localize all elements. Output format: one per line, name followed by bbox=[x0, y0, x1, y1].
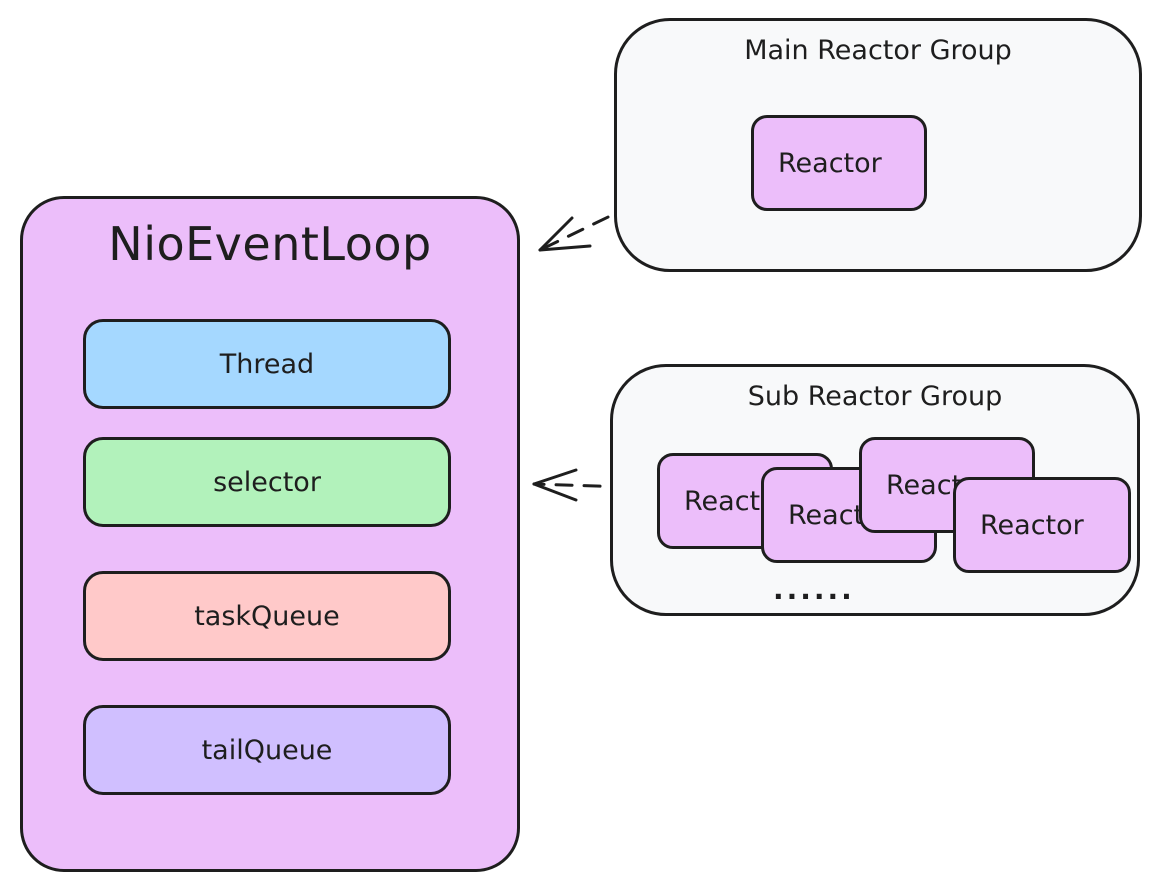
nio-event-loop: NioEventLoop Thread selector taskQueue t… bbox=[20, 196, 520, 872]
sub-reactor-group-title: Sub Reactor Group bbox=[747, 381, 1003, 412]
nio-event-loop-title: NioEventLoop bbox=[108, 217, 432, 271]
selector-label: selector bbox=[213, 466, 321, 498]
sub-to-loop-arrow bbox=[532, 468, 658, 502]
tail-queue-component: tailQueue bbox=[83, 705, 451, 795]
task-queue-component: taskQueue bbox=[83, 571, 451, 661]
more-reactors-ellipsis: ...... bbox=[773, 573, 855, 606]
sub-reactor-4: Reactor bbox=[953, 477, 1131, 573]
main-reactor-label: Reactor bbox=[778, 147, 882, 179]
main-reactor: Reactor bbox=[751, 115, 927, 211]
main-reactor-group: Main Reactor Group Reactor bbox=[614, 18, 1142, 272]
tail-queue-label: tailQueue bbox=[201, 734, 333, 766]
selector-component: selector bbox=[83, 437, 451, 527]
thread-label: Thread bbox=[219, 348, 315, 380]
sub-reactor-group: Sub Reactor Group Reactor Reactor Reacto… bbox=[610, 364, 1140, 616]
thread-component: Thread bbox=[83, 319, 451, 409]
main-reactor-group-title: Main Reactor Group bbox=[744, 35, 1012, 66]
sub-reactor-label: Reactor bbox=[980, 509, 1084, 541]
task-queue-label: taskQueue bbox=[194, 600, 340, 632]
